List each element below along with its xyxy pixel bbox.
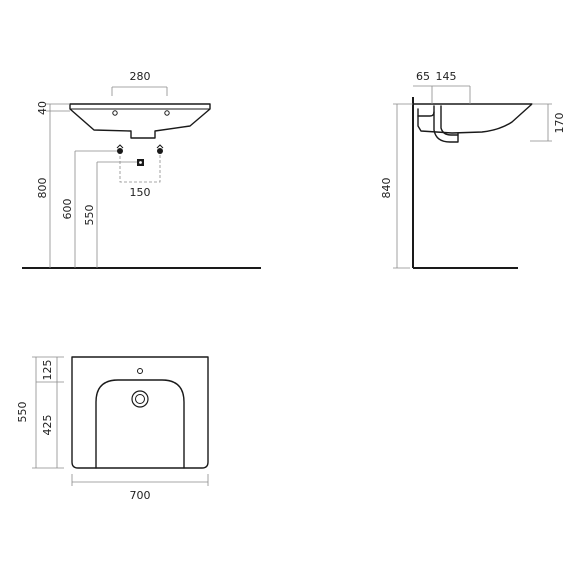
side-siphon-inner [440,105,459,136]
dim-145-label: 145 [436,70,457,83]
supply-valve-icon-left [116,144,124,154]
side-basin-outline [412,103,533,134]
supply-valve-icon-right [156,144,164,154]
side-drain-pipe [417,111,435,117]
dim-700-label: 700 [130,489,151,502]
front-view: 280 40 800 600 550 150 [22,70,261,269]
dim-40-label: 40 [36,101,49,115]
drain-connection-icon [137,159,144,166]
dim-800-label: 800 [36,178,49,199]
dim-840-label: 840 [380,178,393,199]
dim-550-top-label: 550 [16,402,29,423]
dim-280-label: 280 [130,70,151,83]
dim-65-label: 65 [416,70,430,83]
dim-150-label: 150 [130,186,151,199]
dim-550-label: 550 [83,205,96,226]
dim-425-label: 425 [41,415,54,436]
dim-125-label: 125 [41,360,54,381]
front-basin-outline [69,103,211,139]
top-bowl-outline [95,379,185,469]
top-basin-outline [71,356,209,469]
top-view: 125 425 550 700 [16,356,209,502]
top-drain-icon [131,390,149,408]
front-tap-hole-right [164,110,170,116]
supply-dashed-path [119,151,161,183]
front-tap-hole-left [112,110,118,116]
side-siphon-trap [433,105,459,143]
dim-600-label: 600 [61,199,74,220]
top-tap-hole [137,368,143,374]
side-view: 65 145 170 840 [380,70,566,269]
dim-170-label: 170 [553,113,566,134]
